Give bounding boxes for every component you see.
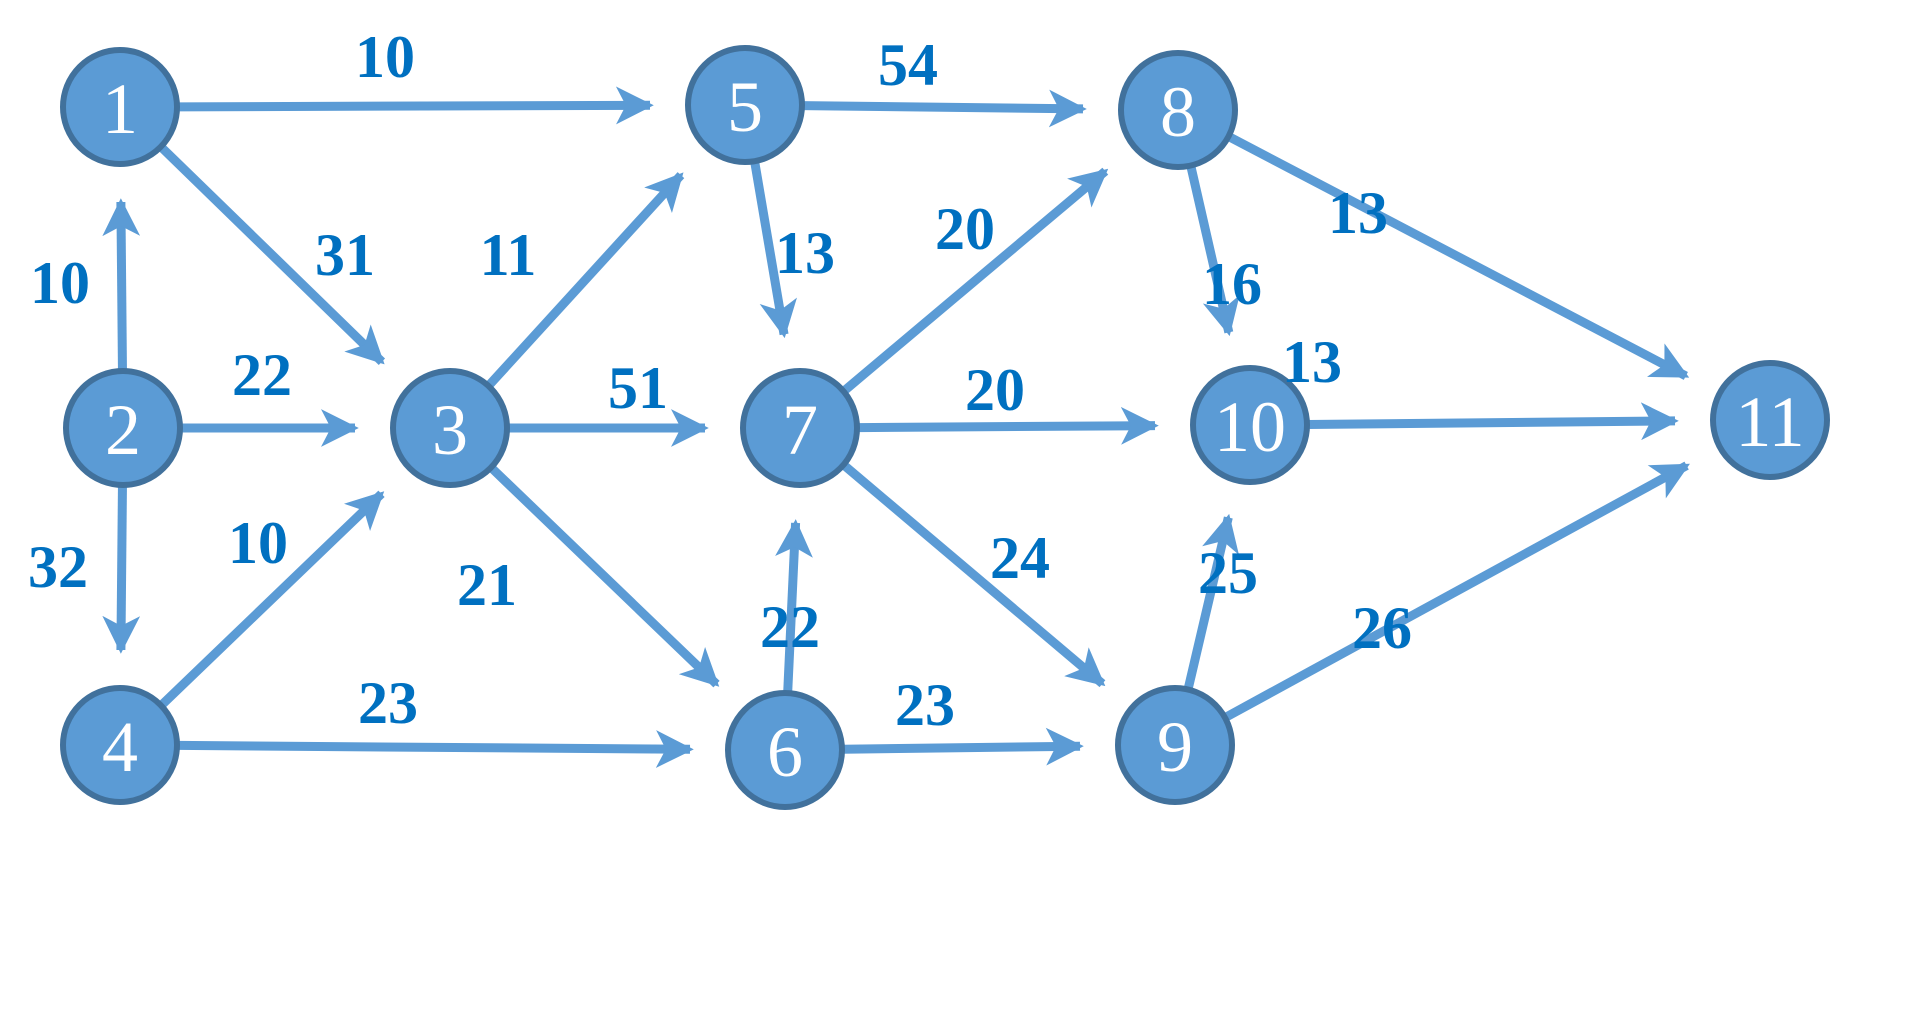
graph-node-10[interactable]: 10 xyxy=(1190,365,1310,485)
node-circle-4[interactable] xyxy=(60,685,180,805)
node-circle-1[interactable] xyxy=(60,47,180,167)
edge-9-to-10[interactable] xyxy=(1183,513,1239,690)
graph-node-7[interactable]: 7 xyxy=(740,368,860,488)
edge-weight-label-5-8: 54 xyxy=(878,32,938,98)
node-circle-11[interactable] xyxy=(1710,360,1830,480)
graph-node-2[interactable]: 2 xyxy=(63,368,183,488)
node-circle-5[interactable] xyxy=(685,45,805,165)
edge-weight-label-7-10: 20 xyxy=(965,357,1025,423)
edge-weight-label-1-3: 31 xyxy=(315,222,375,288)
edge-2-to-1[interactable] xyxy=(102,198,141,371)
graph-node-6[interactable]: 6 xyxy=(725,690,845,810)
edge-weight-label-7-8: 20 xyxy=(935,196,995,262)
edge-weight-label-9-11: 26 xyxy=(1352,595,1412,661)
graph-node-8[interactable]: 8 xyxy=(1118,50,1238,170)
graph-node-1[interactable]: 1 xyxy=(60,47,180,167)
edge-3-to-5[interactable] xyxy=(485,172,685,389)
node-label-8: 8 xyxy=(1160,72,1196,152)
graph-node-4[interactable]: 4 xyxy=(60,685,180,805)
node-label-4: 4 xyxy=(102,707,138,787)
edge-7-to-8[interactable] xyxy=(841,167,1109,395)
node-circle-2[interactable] xyxy=(63,368,183,488)
edge-weight-label-5-7: 13 xyxy=(775,220,835,286)
edge-2-to-4[interactable] xyxy=(102,485,141,654)
edge-weight-label-8-10: 16 xyxy=(1202,251,1262,317)
edge-weight-label-2-3: 22 xyxy=(232,342,292,408)
node-circle-7[interactable] xyxy=(740,368,860,488)
edge-5-to-8[interactable] xyxy=(802,89,1087,128)
edge-8-to-10[interactable] xyxy=(1186,165,1240,337)
node-label-9: 9 xyxy=(1157,707,1193,787)
edge-7-to-10[interactable] xyxy=(857,406,1159,445)
node-label-1: 1 xyxy=(102,69,138,149)
graph-node-11[interactable]: 11 xyxy=(1710,360,1830,480)
edge-1-to-5[interactable] xyxy=(177,86,654,125)
node-label-6: 6 xyxy=(767,712,803,792)
graph-node-9[interactable]: 9 xyxy=(1115,685,1235,805)
edge-10-to-11[interactable] xyxy=(1307,402,1679,441)
edge-weight-label-6-7: 22 xyxy=(760,594,820,660)
edge-weight-label-10-11: 13 xyxy=(1282,329,1342,395)
node-circle-3[interactable] xyxy=(390,368,510,488)
edge-weight-label-3-5: 11 xyxy=(480,222,537,288)
edge-weight-label-2-4: 32 xyxy=(28,534,88,600)
node-circle-10[interactable] xyxy=(1190,365,1310,485)
node-label-3: 3 xyxy=(432,390,468,470)
edge-weight-label-9-10: 25 xyxy=(1198,540,1258,606)
edge-4-to-3[interactable] xyxy=(158,490,385,709)
graph-node-3[interactable]: 3 xyxy=(390,368,510,488)
node-circle-9[interactable] xyxy=(1115,685,1235,805)
node-circle-6[interactable] xyxy=(725,690,845,810)
edge-weight-label-4-3: 10 xyxy=(228,510,288,576)
edge-weight-label-6-9: 23 xyxy=(895,672,955,738)
edge-weight-label-1-5: 10 xyxy=(355,24,415,90)
edge-7-to-9[interactable] xyxy=(841,462,1106,688)
edge-6-to-9[interactable] xyxy=(842,727,1084,766)
edges-layer xyxy=(102,86,1690,768)
edge-1-to-3[interactable] xyxy=(158,144,386,365)
edge-weight-label-7-9: 24 xyxy=(990,525,1050,591)
edge-weight-label-3-7: 51 xyxy=(608,355,668,421)
node-label-11: 11 xyxy=(1735,382,1804,462)
node-label-7: 7 xyxy=(782,390,818,470)
node-circle-8[interactable] xyxy=(1118,50,1238,170)
node-label-2: 2 xyxy=(105,390,141,470)
edge-9-to-11[interactable] xyxy=(1223,461,1690,722)
edge-weight-label-2-1: 10 xyxy=(30,250,90,316)
edge-5-to-7[interactable] xyxy=(750,161,797,339)
edge-weight-label-8-11: 13 xyxy=(1328,180,1388,246)
node-label-10: 10 xyxy=(1214,387,1286,467)
node-label-5: 5 xyxy=(727,67,763,147)
edge-weight-label-3-6: 21 xyxy=(457,552,517,618)
edge-3-to-6[interactable] xyxy=(488,464,720,688)
graph-node-5[interactable]: 5 xyxy=(685,45,805,165)
edge-6-to-7[interactable] xyxy=(775,519,813,693)
edge-weight-label-4-6: 23 xyxy=(358,670,418,736)
edge-4-to-6[interactable] xyxy=(177,730,694,768)
edge-8-to-11[interactable] xyxy=(1227,132,1690,380)
